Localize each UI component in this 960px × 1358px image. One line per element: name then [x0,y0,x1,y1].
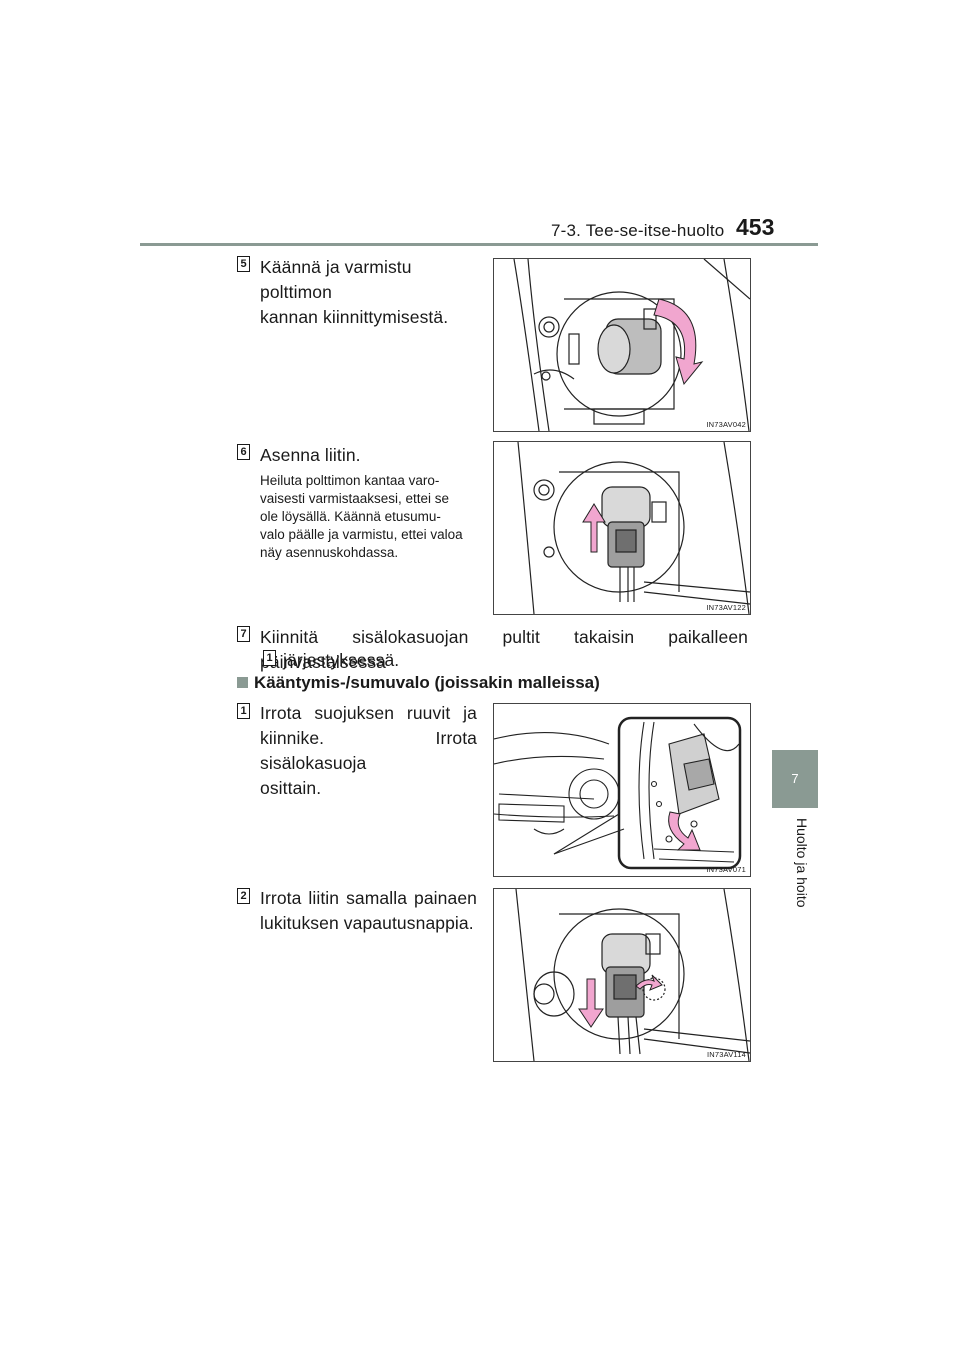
note-line: valo päälle ja varmistu, ettei valoa [260,527,463,542]
illustration-rotate-bulb [513,259,750,431]
step-reference: 1 [263,650,276,666]
note-line: näy asennuskohdassa. [260,545,399,560]
note-line: ole löysällä. Käännä etusumu- [260,509,441,524]
figure-release-connector: IN73AV114 [493,888,751,1062]
figure-code: IN73AV071 [706,865,746,874]
subheading: Kääntymis-/sumuvalo (joissakin malleissa… [237,673,600,693]
illustration-car-front [494,716,742,870]
illustration-remove-connector [515,889,750,1061]
page-number: 453 [736,214,775,240]
step-line: lukituksen vapautusnappia. [260,913,474,933]
step-text: Irrota suojuksen ruuvit ja kiinnike. Irr… [260,701,477,801]
subheading-text: Kääntymis-/sumuvalo (joissakin malleissa… [254,673,600,692]
figure-code: IN73AV114 [706,1050,746,1059]
step-title: Asenna liitin. [260,445,361,465]
step-number: 2 [237,888,250,904]
step-line: kannan kiinnittymisestä. [260,307,449,327]
step-number: 7 [237,626,250,642]
illustration-install-connector [517,442,750,614]
step-line: Irrota suojuksen ruuvit ja [260,703,477,723]
step-line: Irrota liitin samalla painaen [260,888,477,908]
chapter-label: Huolto ja hoito [794,818,810,908]
section-title: 7-3. Tee-se-itse-huolto [551,221,725,240]
figure-bulb-socket: IN73AV042 [493,258,751,432]
chapter-tab: 7 [772,750,818,808]
step-note: Heiluta polttimon kantaa varo- vaisesti … [260,472,486,562]
step-number: 6 [237,444,250,460]
step-number: 1 [237,703,250,719]
step-text: Irrota liitin samalla painaen lukituksen… [260,886,477,936]
step-number: 5 [237,256,250,272]
step-text: Kiinnitä sisälokasuojan pultit takaisin … [260,627,748,672]
header-rule [140,243,818,246]
square-bullet-icon [237,677,248,688]
step-line: osittain. [260,778,322,798]
figure-fender-liner: IN73AV071 [493,703,751,877]
step-text: Käännä ja varmistu polttimon kannan kiin… [260,255,485,330]
note-line: vaisesti varmistaaksesi, ettei se [260,491,450,506]
step-line: kiinnike. Irrota sisälokasuoja [260,728,477,773]
figure-code: IN73AV122 [706,603,746,612]
figure-connector: IN73AV122 [493,441,751,615]
step-text: järjestyksessä. [283,650,400,670]
note-line: Heiluta polttimon kantaa varo- [260,473,440,488]
figure-code: IN73AV042 [706,420,746,429]
step-line: Käännä ja varmistu polttimon [260,257,412,302]
